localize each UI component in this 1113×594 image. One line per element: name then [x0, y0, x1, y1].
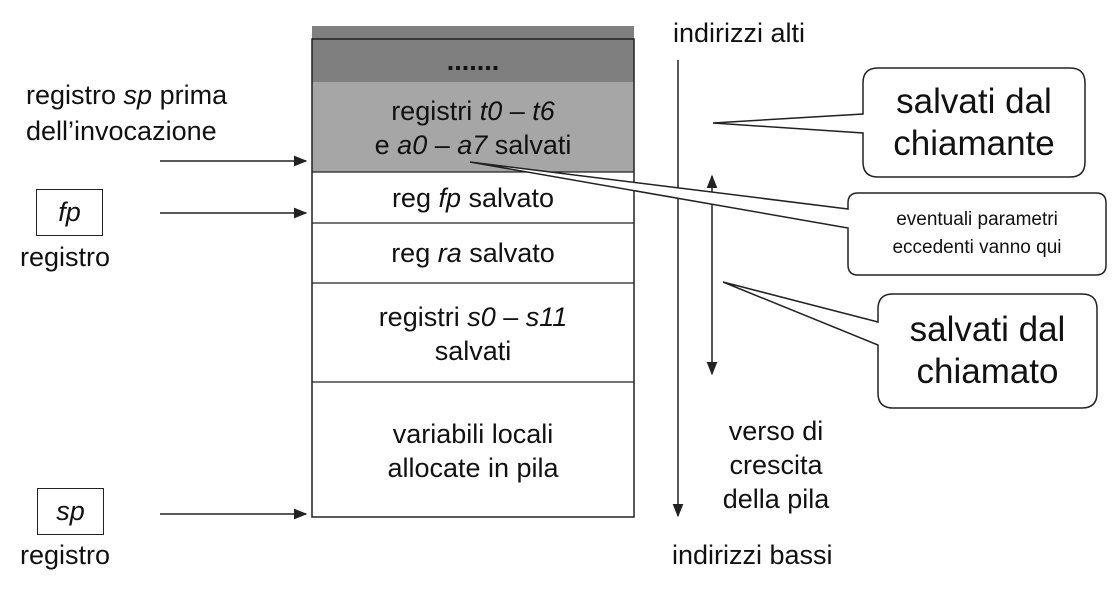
caller-saved-line1: registri t0 – t6 [391, 96, 555, 126]
sp-before-label-line2: dell’invocazione [26, 116, 217, 146]
stack-caller-band [312, 82, 634, 172]
sp-before-label-line1: registro sp prima [26, 80, 228, 110]
stack-top-band [312, 26, 634, 82]
stack-dots-text: ....... [446, 45, 500, 76]
caller-saved-line2: e a0 – a7 salvati [374, 130, 572, 160]
callout-callee-text: salvati dal chiamato [909, 310, 1066, 391]
callout-caller-balloon [712, 67, 1086, 178]
sp-register-box: sp [37, 488, 104, 535]
high-addresses-label: indirizzi alti [673, 18, 806, 48]
callout-params-balloon [469, 161, 1107, 276]
fp-register-box: fp [36, 189, 103, 236]
stack-caller-saved: registri t0 – t6 e a0 – a7 salvati [312, 86, 634, 170]
callout-caller-text: salvati dal chiamante [893, 81, 1055, 163]
callout-callee-balloon [722, 281, 1098, 409]
sp-register-label: registro [20, 540, 111, 570]
stack-callee-saved: registri s0 – s11 salvati [378, 302, 568, 366]
stack-ra-saved: reg ra salvato [391, 238, 555, 268]
stack-dots: ....... [312, 39, 634, 82]
stack-fp-saved: reg fp salvato [391, 182, 555, 213]
low-addresses-label: indirizzi bassi [672, 540, 833, 570]
stack-growth-label: verso di crescita della pila [722, 416, 830, 514]
stack-frame-outline [311, 38, 635, 518]
fp-register-label: registro [20, 242, 111, 272]
callout-params-text: eventuali parametri eccedenti vanno qui [892, 209, 1062, 258]
stack-local-variables: variabili locali allocate in pila [387, 419, 559, 483]
